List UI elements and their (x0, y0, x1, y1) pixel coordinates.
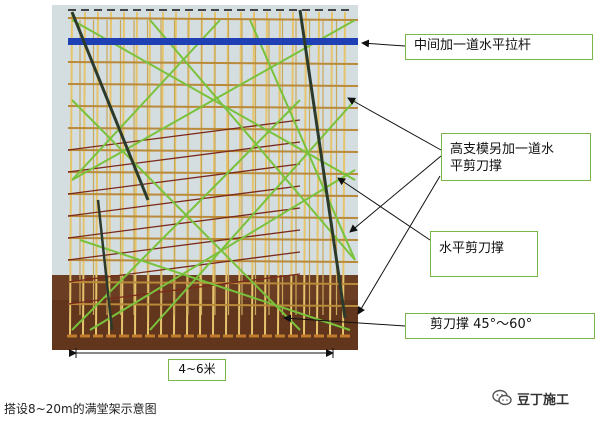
dimension-label: 4~6米 (168, 359, 226, 381)
scissor-brace (71, 99, 301, 331)
scaffold-pole (121, 11, 125, 336)
scaffold-ledger (67, 215, 359, 219)
scaffold-ledger (67, 281, 359, 285)
scaffold-pole (95, 11, 99, 336)
callout-high-formwork-brace: 高支模另加一道水 平剪刀撑 (441, 133, 591, 181)
scaffold-transom (67, 141, 301, 173)
arrow-mid-bar (361, 39, 406, 48)
brand-name: 豆丁施工 (517, 392, 570, 408)
scaffold-ledger (67, 259, 359, 263)
scaffold-ledger (67, 237, 359, 241)
arrow-shear-2 (283, 314, 406, 327)
arrow-shear-1 (357, 175, 441, 315)
callout-shear-brace: 剪刀撑 45°～60° (405, 313, 595, 339)
mid-horizontal-bar (68, 38, 358, 45)
scaffold-grid (67, 9, 359, 338)
scissor-brace (149, 99, 356, 331)
arrow-high-2 (349, 155, 442, 233)
scaffold-transom (67, 119, 301, 151)
scissor-brace (249, 19, 356, 261)
scissor-brace (71, 19, 356, 181)
scaffold-transom (67, 207, 301, 239)
scaffold-pole (108, 11, 112, 336)
dark-diagonal-left (70, 11, 150, 201)
wechat-bubble-icon (492, 389, 512, 406)
dark-diagonal-right (298, 9, 347, 319)
figure-caption: 搭设8~20m的满堂架示意图 (4, 402, 157, 416)
scaffold-ledger (67, 193, 359, 197)
scaffold-ledger (67, 17, 359, 21)
dark-diagonal-left-low (96, 199, 114, 331)
scaffold-transom (67, 273, 301, 305)
scissor-brace (71, 19, 221, 181)
scaffold-ledger (67, 61, 359, 65)
callout-horizontal-brace: 水平剪刀撑 (430, 231, 538, 277)
scaffold-transom (67, 163, 301, 195)
scaffold-transom (67, 185, 301, 217)
scaffold-ledger (67, 171, 359, 175)
scaffold-ledger (67, 127, 359, 131)
callout-mid-horizontal-bar: 中间加一道水平拉杆 (405, 34, 593, 60)
photo-ground-shade (52, 300, 358, 350)
arrow-horiz (337, 177, 431, 241)
scissor-brace (79, 239, 351, 331)
scissor-brace (89, 169, 356, 331)
scaffold-ledger (67, 105, 359, 109)
scaffold-ledger (67, 303, 359, 307)
scaffold-transom (67, 229, 301, 261)
brand-watermark: 豆丁施工 (492, 388, 569, 408)
arrow-high-1 (347, 97, 442, 151)
